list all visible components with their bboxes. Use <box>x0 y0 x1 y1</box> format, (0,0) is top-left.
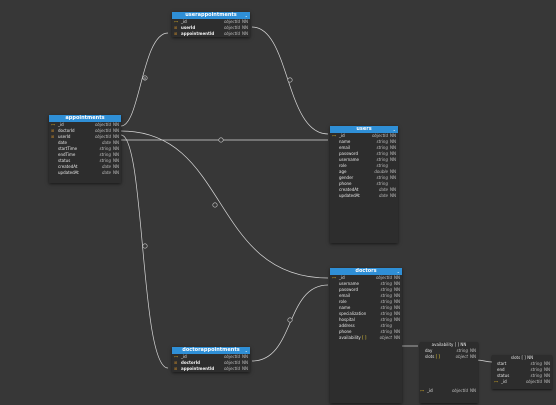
foreign-key-icon: ⊞ <box>174 25 178 30</box>
entity-header[interactable]: doctorappointments⌄ <box>172 347 250 354</box>
primary-key-icon: ⊶ <box>494 379 498 384</box>
marker-1: ⊖ <box>144 76 147 80</box>
foreign-key-icon: ⊞ <box>174 366 178 371</box>
link-appointments-doctorappointments <box>120 134 169 369</box>
doctors-id-row[interactable]: ⊶ _id objectId NN <box>420 388 476 393</box>
link-appointments-doctors <box>120 130 329 279</box>
entity-header[interactable]: doctors⌄ <box>330 268 402 275</box>
foreign-key-icon: ⊞ <box>174 360 178 365</box>
primary-key-icon: ⊶ <box>420 388 424 393</box>
entity-header[interactable]: appointments <box>49 115 121 122</box>
primary-key-icon: ⊶ <box>51 122 55 127</box>
foreign-key-icon: ⊞ <box>51 128 55 133</box>
entity-header[interactable]: userappointments⌄ <box>172 12 250 19</box>
nested-title: slots [ ] NN <box>510 355 534 360</box>
primary-key-icon: ⊶ <box>332 275 336 280</box>
primary-key-icon: ⊶ <box>174 19 178 24</box>
foreign-key-icon: ⊞ <box>51 134 55 139</box>
chevron-down-icon[interactable]: ⌄ <box>396 269 400 274</box>
chevron-down-icon[interactable]: ⌄ <box>392 127 396 132</box>
entity-header[interactable]: users⌄ <box>330 126 398 133</box>
primary-key-icon: ⊶ <box>332 133 336 138</box>
foreign-key-icon: ⊞ <box>174 31 178 36</box>
link-doctorappointments-doctors <box>251 284 329 362</box>
chevron-down-icon[interactable]: ⌄ <box>244 348 248 353</box>
primary-key-icon: ⊶ <box>174 354 178 359</box>
link-appointments-userappointments <box>120 32 169 127</box>
chevron-down-icon[interactable]: ⌄ <box>244 13 248 18</box>
nested-title: availability [ ] NN <box>431 342 467 347</box>
